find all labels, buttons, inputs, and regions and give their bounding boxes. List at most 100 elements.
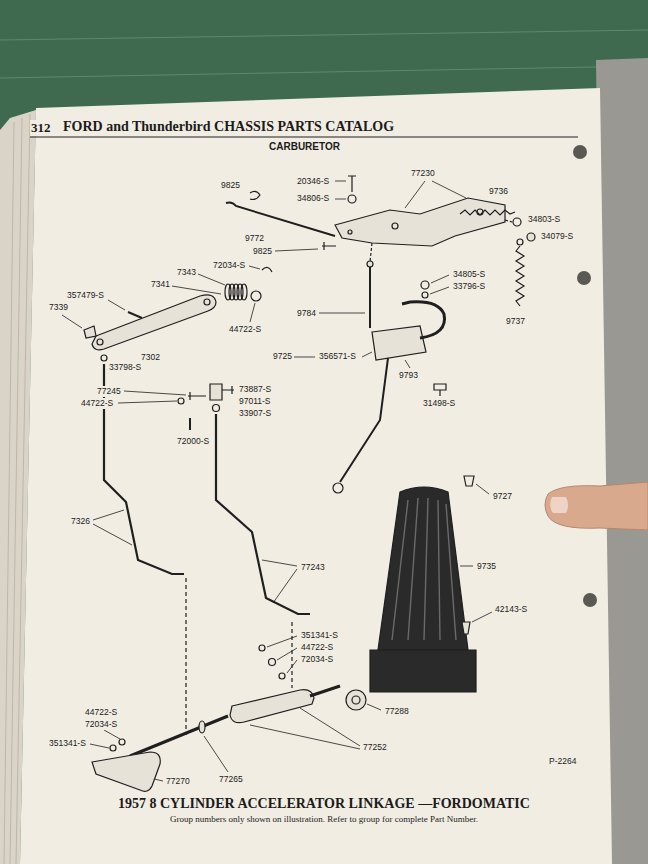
leader-line: [250, 725, 360, 749]
washer: [251, 291, 261, 301]
callout-number: 9784: [296, 308, 317, 319]
callout-number: 72000-S: [176, 436, 210, 447]
dashed-line: [370, 243, 372, 262]
bolt: [322, 242, 336, 250]
figure-caption: 1957 8 CYLINDER ACCELERATOR LINKAGE —FOR…: [117, 795, 531, 813]
rod: [216, 414, 310, 614]
punch-hole: [577, 271, 591, 285]
washer: [119, 739, 125, 745]
leader-line: [367, 704, 381, 710]
leader-line: [472, 612, 492, 622]
accelerator-pedal: [370, 487, 476, 692]
section-heading: CARBURETOR: [268, 140, 341, 153]
leader-line: [267, 636, 297, 647]
leader-line: [198, 274, 225, 285]
callout-number: 33796-S: [452, 281, 486, 292]
clip: [279, 673, 285, 679]
leader-line: [262, 560, 297, 566]
bushing: [346, 690, 366, 710]
leader-line: [124, 391, 186, 395]
leader-line: [294, 357, 315, 358]
bolt: [188, 392, 206, 400]
callout-number: 42143-S: [494, 604, 528, 615]
callout-number: 7341: [150, 279, 171, 290]
leader-line: [335, 181, 346, 182]
leader-line: [93, 510, 124, 520]
leader-line: [405, 360, 410, 368]
washer: [199, 721, 205, 733]
clip: [262, 267, 272, 272]
leader-line: [319, 313, 365, 314]
callout-number: 33907-S: [238, 408, 272, 419]
spring: [460, 210, 515, 215]
page-header: FORD and Thunderbird CHASSIS PARTS CATAL…: [62, 118, 395, 136]
cross-shaft: [402, 302, 445, 338]
callout-number: 77252: [362, 742, 388, 753]
leader-line: [90, 744, 109, 748]
leader-line: [362, 352, 372, 357]
header-rule: [30, 136, 578, 137]
leader-line: [275, 249, 318, 251]
leader-line: [154, 779, 163, 781]
leader-line: [431, 275, 449, 283]
spring-hook: [517, 239, 523, 245]
callout-number: 20346-S: [296, 176, 330, 187]
callout-number: 351341-S: [48, 738, 87, 749]
punch-hole: [573, 145, 587, 159]
leader-line: [430, 287, 449, 294]
nut: [213, 405, 220, 412]
callout-number: 33798-S: [108, 362, 142, 373]
leader-line: [93, 524, 132, 545]
callout-number: 9735: [476, 561, 497, 572]
bolt: [434, 384, 446, 396]
footnote: Group numbers only shown on illustration…: [169, 814, 479, 825]
carburetor-bracket: [335, 181, 505, 246]
clip: [84, 326, 96, 338]
callout-number: 9793: [398, 370, 419, 381]
callout-number: 77265: [218, 774, 244, 785]
leader-line: [300, 708, 360, 746]
coil-spring: [225, 284, 247, 300]
leader-line: [108, 300, 125, 310]
callout-number: 357479-S: [66, 290, 105, 301]
bolt: [222, 386, 234, 394]
callout-number: 77245: [96, 386, 122, 397]
clip: [110, 745, 116, 751]
ball-end: [367, 261, 373, 267]
rod: [226, 202, 335, 236]
pin: [128, 312, 142, 318]
callout-number: 44722-S: [80, 398, 114, 409]
callout-number: 351341-S: [300, 630, 339, 641]
callout-number: 9736: [488, 186, 509, 197]
clip: [259, 645, 265, 651]
washer: [422, 292, 428, 298]
nut: [348, 195, 356, 203]
bushing-bore: [352, 696, 360, 704]
washer: [178, 398, 184, 404]
leader-line: [172, 286, 221, 294]
callout-number: 72034-S: [212, 260, 246, 271]
leader-line: [273, 569, 297, 603]
callout-number: 9825: [252, 246, 273, 257]
nut: [527, 233, 535, 241]
callout-number: 77243: [300, 562, 326, 573]
lever: [92, 295, 216, 350]
page-number: 312: [30, 120, 52, 136]
leader-line: [104, 730, 120, 739]
callout-number: 44722-S: [84, 707, 118, 718]
leader-line: [62, 315, 82, 328]
washer: [101, 355, 107, 361]
callout-number: 44722-S: [300, 642, 334, 653]
leader-line: [335, 199, 346, 200]
dashed-line: [185, 578, 186, 735]
callout-number: 9727: [492, 491, 513, 502]
leader-line: [460, 566, 473, 567]
leader-line: [204, 736, 228, 772]
washer: [269, 659, 276, 666]
catalog-page: [20, 88, 612, 864]
callout-number: 31498-S: [422, 398, 456, 409]
callout-number: 9772: [244, 233, 265, 244]
callout-number: 77230: [410, 168, 436, 179]
callout-number: 72034-S: [300, 654, 334, 665]
